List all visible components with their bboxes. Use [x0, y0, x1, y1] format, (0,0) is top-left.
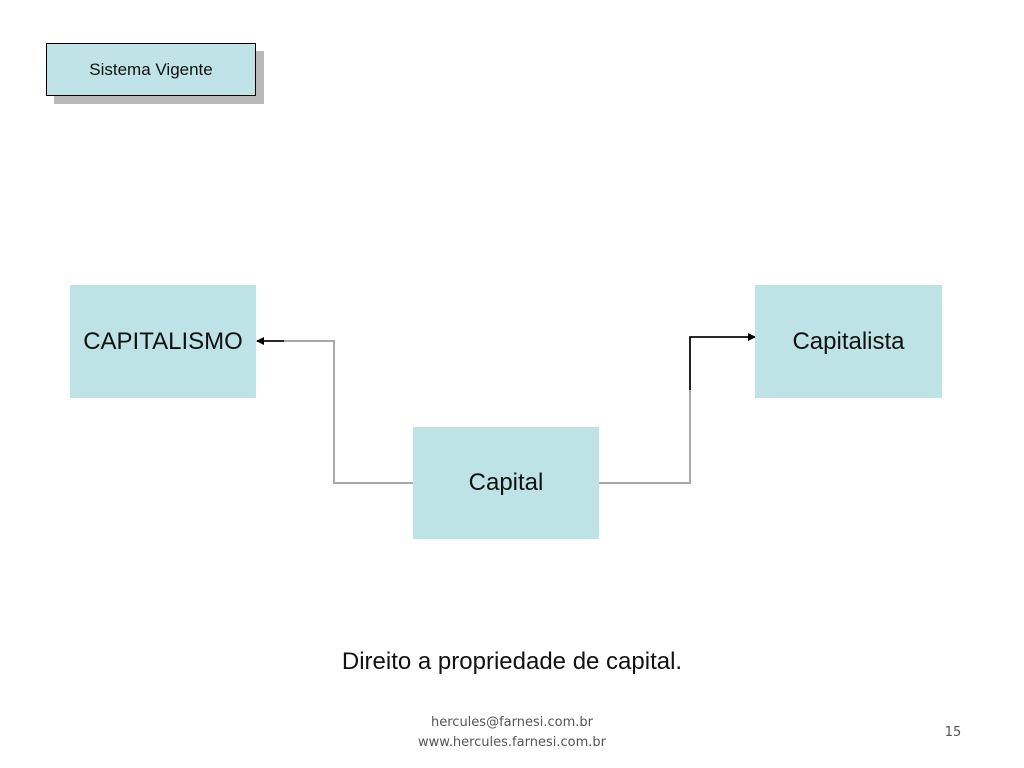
node-capitalismo-label: CAPITALISMO [83, 327, 243, 355]
page-number: 15 [944, 725, 962, 740]
arrow-capitalista [689, 333, 756, 390]
node-capitalista: Capitalista [755, 285, 942, 398]
footer-contact: hercules@farnesi.com.br www.hercules.far… [362, 713, 662, 753]
node-capitalista-label: Capitalista [792, 327, 905, 355]
footer-email: hercules@farnesi.com.br [431, 715, 593, 730]
node-capital-label: Capital [468, 469, 544, 496]
node-capital: Capital [413, 427, 599, 539]
footer-website: www.hercules.farnesi.com.br [418, 735, 606, 750]
node-capitalismo: CAPITALISMO [70, 285, 256, 398]
slide-caption: Direito a propriedade de capital. [341, 648, 683, 675]
connector-capital-to-capitalismo [257, 340, 413, 484]
slide-title: Sistema Vigente [46, 43, 256, 96]
connector-capital-to-capitalista [599, 336, 755, 484]
